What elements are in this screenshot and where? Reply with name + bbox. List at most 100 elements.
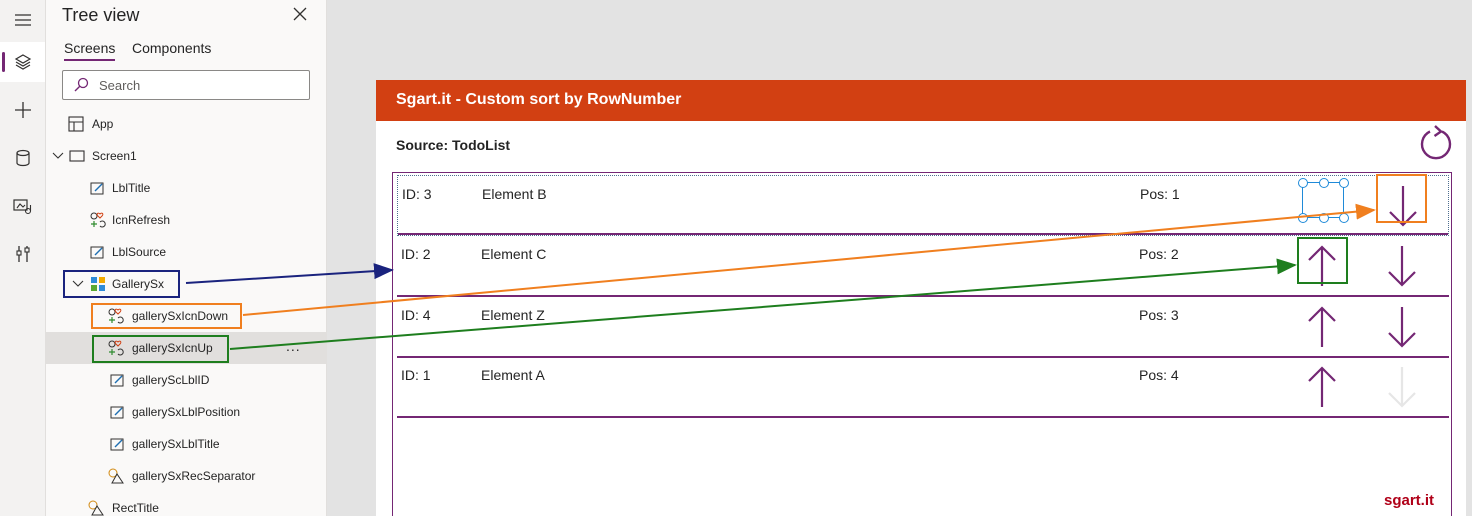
row-separator [398, 233, 1448, 235]
label-icon [110, 406, 124, 419]
layers-icon [14, 54, 31, 70]
close-icon [293, 7, 307, 21]
row-id: ID: 3 [402, 186, 432, 202]
arrow-up-icon[interactable] [1297, 302, 1347, 352]
row-position: Pos: 3 [1139, 307, 1179, 323]
advanced-tools-button[interactable] [0, 234, 45, 274]
icndown-highlight-box [91, 303, 242, 329]
arrow-down-icon-disabled [1388, 367, 1416, 408]
media-icon [12, 199, 31, 215]
arrow-down-icon[interactable] [1377, 241, 1427, 291]
database-icon [15, 149, 30, 167]
brand-logo: sgart.it [1384, 492, 1435, 509]
panel-title: Tree view [62, 5, 140, 25]
chevron-down-icon [52, 152, 64, 159]
tree-node-app[interactable]: App [46, 108, 326, 140]
arrow-up-icon[interactable] [1297, 362, 1347, 412]
row-position: Pos: 2 [1139, 246, 1179, 262]
data-button[interactable] [0, 138, 45, 178]
source-label: Source: TodoList [396, 137, 511, 153]
search-input[interactable]: Search [62, 70, 310, 100]
row-id: ID: 2 [401, 246, 431, 262]
icon-control-icon [108, 340, 124, 356]
gallery-icon [91, 277, 105, 291]
tab-components[interactable]: Components [132, 40, 212, 56]
close-panel-button[interactable] [292, 6, 310, 24]
row-title: Element C [481, 246, 547, 262]
tree-node-label: App [92, 117, 114, 131]
tree-node-label: gallerySxIcnDown [132, 309, 229, 323]
tree-node-label: gallerySxRecSeparator [132, 469, 256, 483]
label-icon [90, 182, 104, 195]
label-icon [90, 246, 104, 259]
gallerysx-highlight-box [63, 270, 180, 298]
arrow-down-icon[interactable] [1377, 302, 1427, 352]
refresh-icon[interactable] [1419, 124, 1453, 160]
rectangle-icon [108, 468, 124, 484]
tree-node-label: Screen1 [92, 149, 137, 163]
tree-node-recsep[interactable]: gallerySxRecSeparator [46, 460, 326, 492]
row-separator [397, 356, 1449, 358]
hamburger-icon [14, 14, 31, 26]
tree-node-icnrefresh[interactable]: IcnRefresh [46, 204, 326, 236]
media-button[interactable] [0, 186, 45, 226]
plus-icon [14, 102, 31, 118]
label-icon [110, 374, 124, 387]
row-position: Pos: 1 [1140, 186, 1180, 202]
tree-node-lblsource[interactable]: LblSource [46, 236, 326, 268]
hamburger-menu-button[interactable] [0, 0, 45, 40]
row-position: Pos: 4 [1139, 367, 1179, 383]
tree-view-panel: Tree view Screens Components Search App … [46, 0, 327, 516]
down-icon-highlight-box [1376, 174, 1427, 223]
icon-control-icon [90, 212, 106, 228]
more-options-button[interactable]: ... [286, 338, 301, 354]
tree-node-label: LblTitle [112, 181, 151, 195]
tree-node-label: RectTitle [112, 501, 159, 515]
tree-node-label: GallerySx [112, 277, 165, 291]
row-separator [397, 416, 1449, 418]
rectangle-icon [88, 500, 104, 516]
gallery-row[interactable]: ID: 2 Element C Pos: 2 [397, 236, 1449, 297]
tree-node-lblid[interactable]: galleryScLblID [46, 364, 326, 396]
tree-node-lbltitle2[interactable]: gallerySxLblTitle [46, 428, 326, 460]
gallery-row[interactable]: ID: 4 Element Z Pos: 3 [397, 297, 1449, 358]
chevron-down-icon [72, 280, 84, 287]
tree-node-label: LblSource [112, 245, 167, 259]
tree-node-icndown[interactable]: gallerySxIcnDown [46, 300, 326, 332]
tree-node-label: gallerySxLblPosition [132, 405, 241, 419]
app-icon [68, 116, 84, 132]
gallery-row[interactable]: ID: 1 Element A Pos: 4 [397, 357, 1449, 418]
app-canvas: Sgart.it - Custom sort by RowNumber Sour… [376, 80, 1466, 516]
tree-node-label: gallerySxLblTitle [132, 437, 220, 451]
tree-node-gallerysx[interactable]: GallerySx [46, 268, 326, 300]
tools-icon [15, 246, 30, 262]
tree-node-label: IcnRefresh [112, 213, 171, 227]
arrow-down-icon[interactable] [1378, 181, 1428, 231]
up-icon-highlight-box [1297, 237, 1348, 284]
left-rail [0, 0, 46, 516]
icnup-highlight-box [92, 335, 229, 363]
tree-node-lbltitle[interactable]: LblTitle [46, 172, 326, 204]
tree-node-screen1[interactable]: Screen1 [46, 140, 326, 172]
screen-icon [69, 150, 85, 162]
label-icon [110, 438, 124, 451]
gallery-row[interactable]: ID: 3 Element B Pos: 1 [397, 175, 1449, 236]
row-title: Element B [482, 186, 547, 202]
tab-screens[interactable]: Screens [64, 40, 116, 61]
tree-node-label: galleryScLblID [132, 373, 210, 387]
insert-button[interactable] [0, 90, 45, 130]
tree-view-button[interactable] [0, 42, 45, 82]
row-id: ID: 4 [401, 307, 431, 323]
tree-node-lblposition[interactable]: gallerySxLblPosition [46, 396, 326, 428]
search-icon [74, 77, 89, 92]
selected-up-icon-placeholder[interactable] [1298, 178, 1349, 223]
gallery[interactable]: ID: 3 Element B Pos: 1 ID: 2 Element C P… [392, 172, 1452, 516]
tree-node-label: gallerySxIcnUp [132, 341, 213, 355]
row-id: ID: 1 [401, 367, 431, 383]
app-title: Sgart.it - Custom sort by RowNumber [396, 91, 682, 108]
row-title: Element A [481, 367, 545, 383]
search-placeholder: Search [99, 78, 141, 93]
app-header: Sgart.it - Custom sort by RowNumber [376, 80, 1466, 121]
tree-node-recttitle[interactable]: RectTitle [46, 492, 326, 516]
icon-control-icon [108, 308, 124, 324]
